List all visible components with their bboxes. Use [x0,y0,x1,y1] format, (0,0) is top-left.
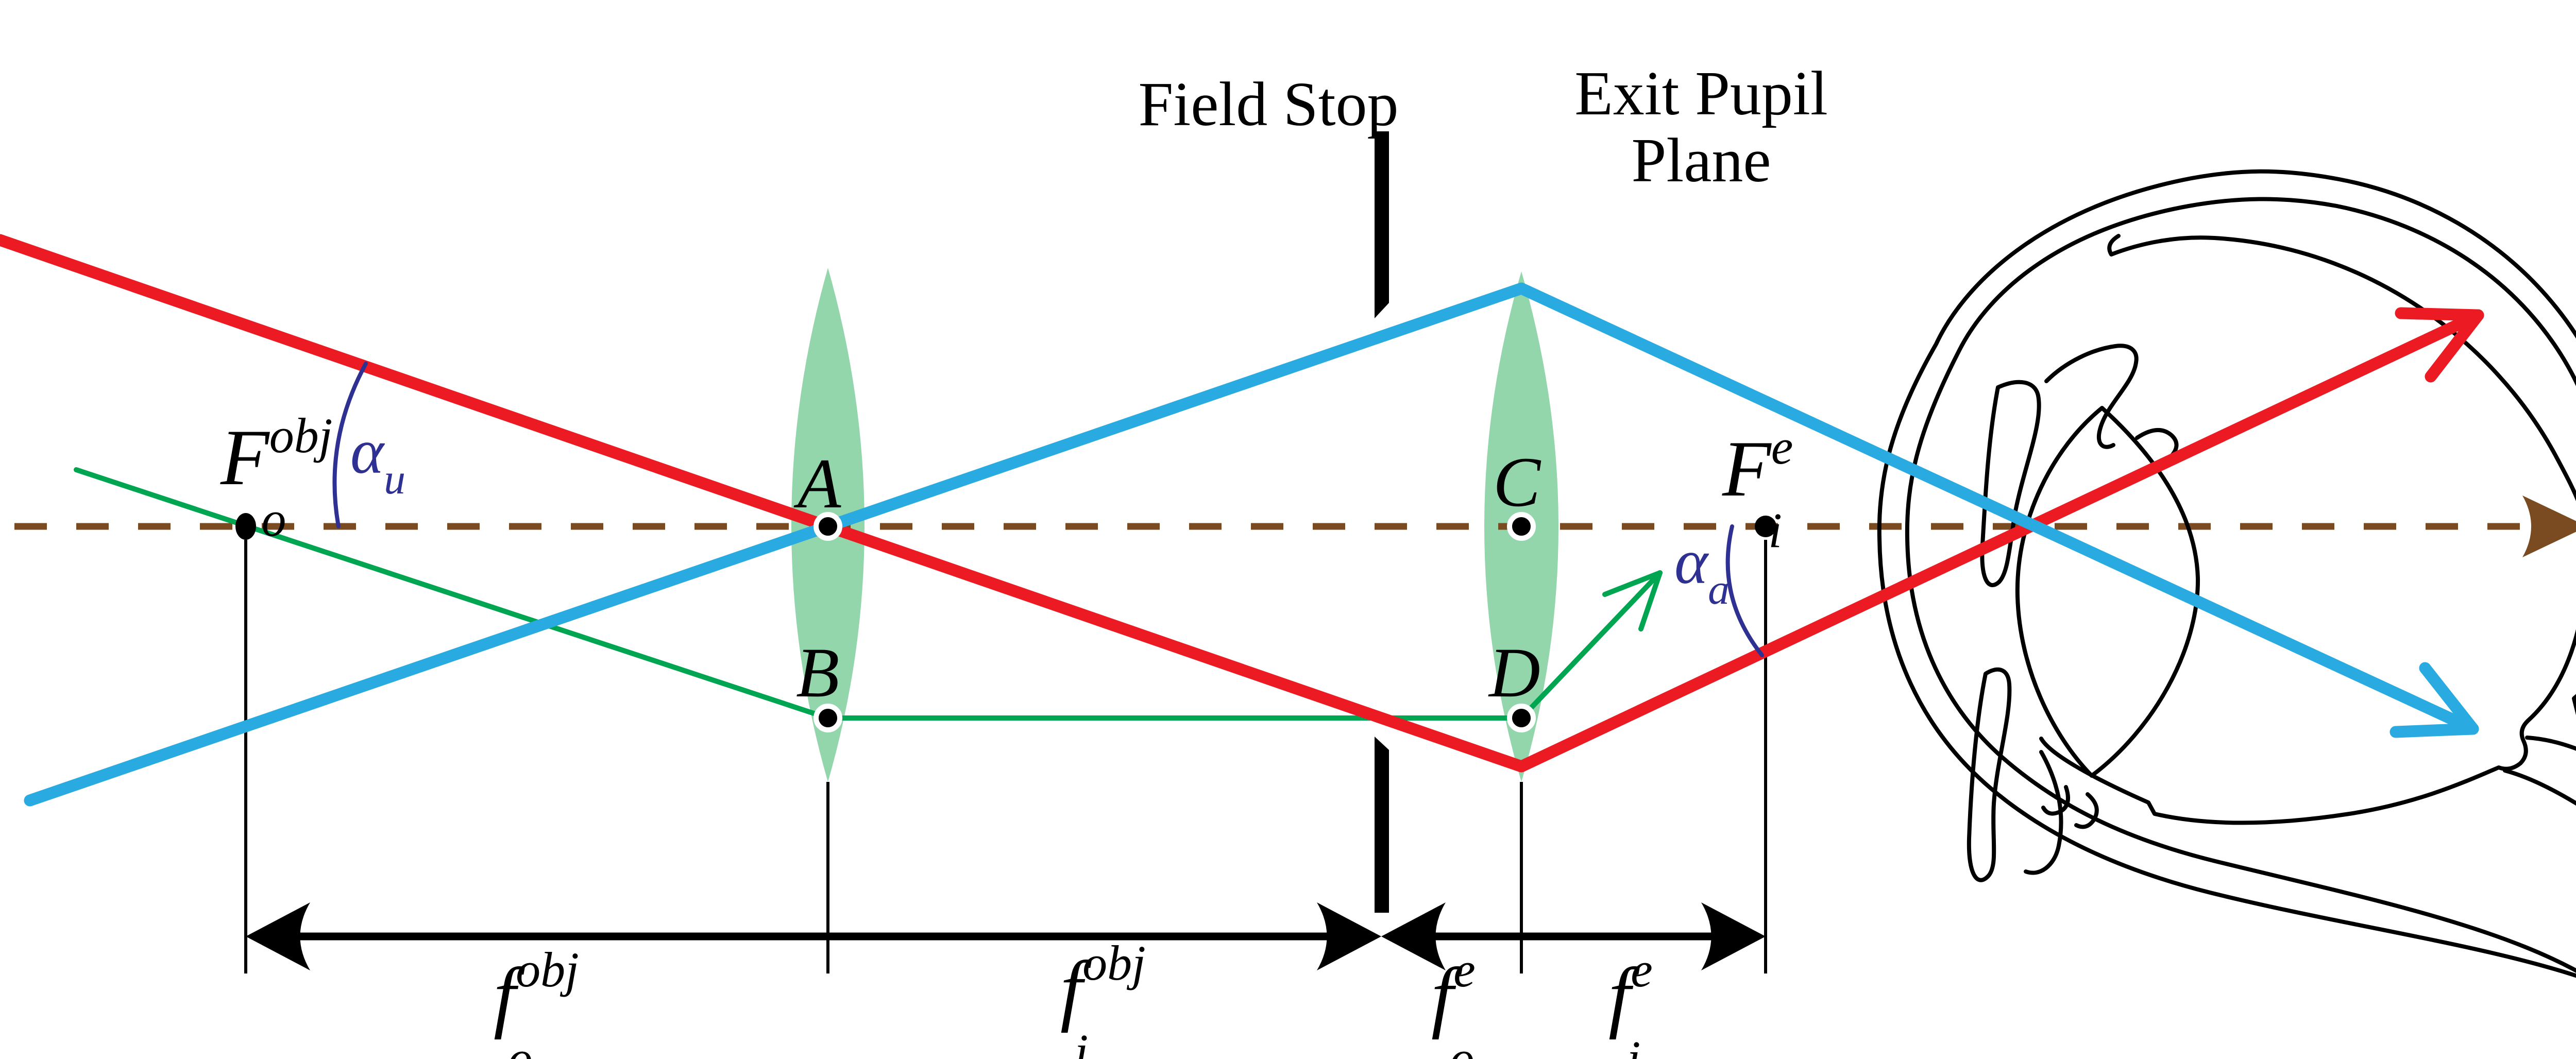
point-c-label: C [1493,442,1541,521]
eye-retina-line [2039,234,2576,825]
field-stop [1375,131,1389,913]
field-stop-upper-bar [1375,131,1389,318]
eye-drawing [1877,169,2576,978]
alpha-u-angle-arc [332,362,368,528]
optical-axis-arrowhead-icon [2522,496,2576,557]
point-b-label: B [796,633,839,712]
green-ray-arrowhead-icon [1602,570,1663,631]
field-stop-lower-bar [1375,737,1389,913]
dim-arrow-left-icon [246,902,310,970]
field-stop-label: Field Stop [1138,70,1398,139]
dim-arrow-right-at-stop-icon [1317,902,1381,970]
eye-iris-lower-blade [1967,667,2012,882]
exit-pupil-label-line2: Plane [1631,126,1771,195]
eye-zonule-upper-curl [2135,428,2179,458]
eye-zonule-lower-curl-2 [2074,792,2099,829]
dim-arrow-left-at-stop-icon [1381,902,1446,970]
alpha-a-angle-arc [1725,524,1764,657]
optic-nerve-inner-line-upper [2525,736,2576,751]
green-ray [74,467,1663,721]
optic-nerve-inner-line-lower [2503,768,2576,806]
alpha-u-label: αu [350,416,405,503]
eye-outer-sclera-outline [1877,169,2576,978]
alpha-a-label: αa [1674,526,1730,613]
point-b-dot [814,704,842,732]
eye-focal-point-dot [1755,516,1776,537]
point-d-label: D [1488,633,1540,712]
eye-iris-upper-blade [1980,380,2041,587]
red-ray [0,234,2484,773]
blue-ray [24,282,2479,807]
exit-pupil-label-line1: Exit Pupil [1574,59,1827,128]
eye-ciliary-lower-curve [2024,750,2063,875]
red-ray-arrowhead-icon [2395,307,2484,383]
blue-ray-arrowhead-icon [2389,662,2479,738]
eye-inner-sclera-outline [1905,197,2576,973]
eye-ciliary-upper-curve [2044,344,2139,449]
point-d-dot [1507,704,1536,732]
object-focal-point-dot [235,513,256,540]
point-a-dot [814,512,842,541]
point-a-label: A [793,444,841,523]
point-c-dot [1507,512,1536,541]
dim-arrow-right-icon [1701,902,1766,970]
focal-length-dimensions [244,540,1767,973]
